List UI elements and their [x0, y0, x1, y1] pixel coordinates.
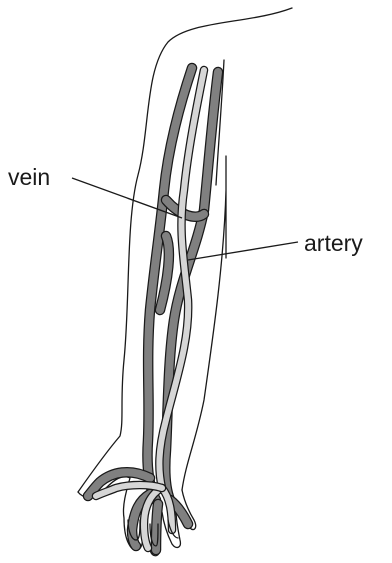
artery-leader-line — [188, 242, 298, 260]
vein-vessels — [88, 68, 218, 550]
vein-label: vein — [8, 166, 50, 189]
artery-label: artery — [304, 232, 363, 255]
